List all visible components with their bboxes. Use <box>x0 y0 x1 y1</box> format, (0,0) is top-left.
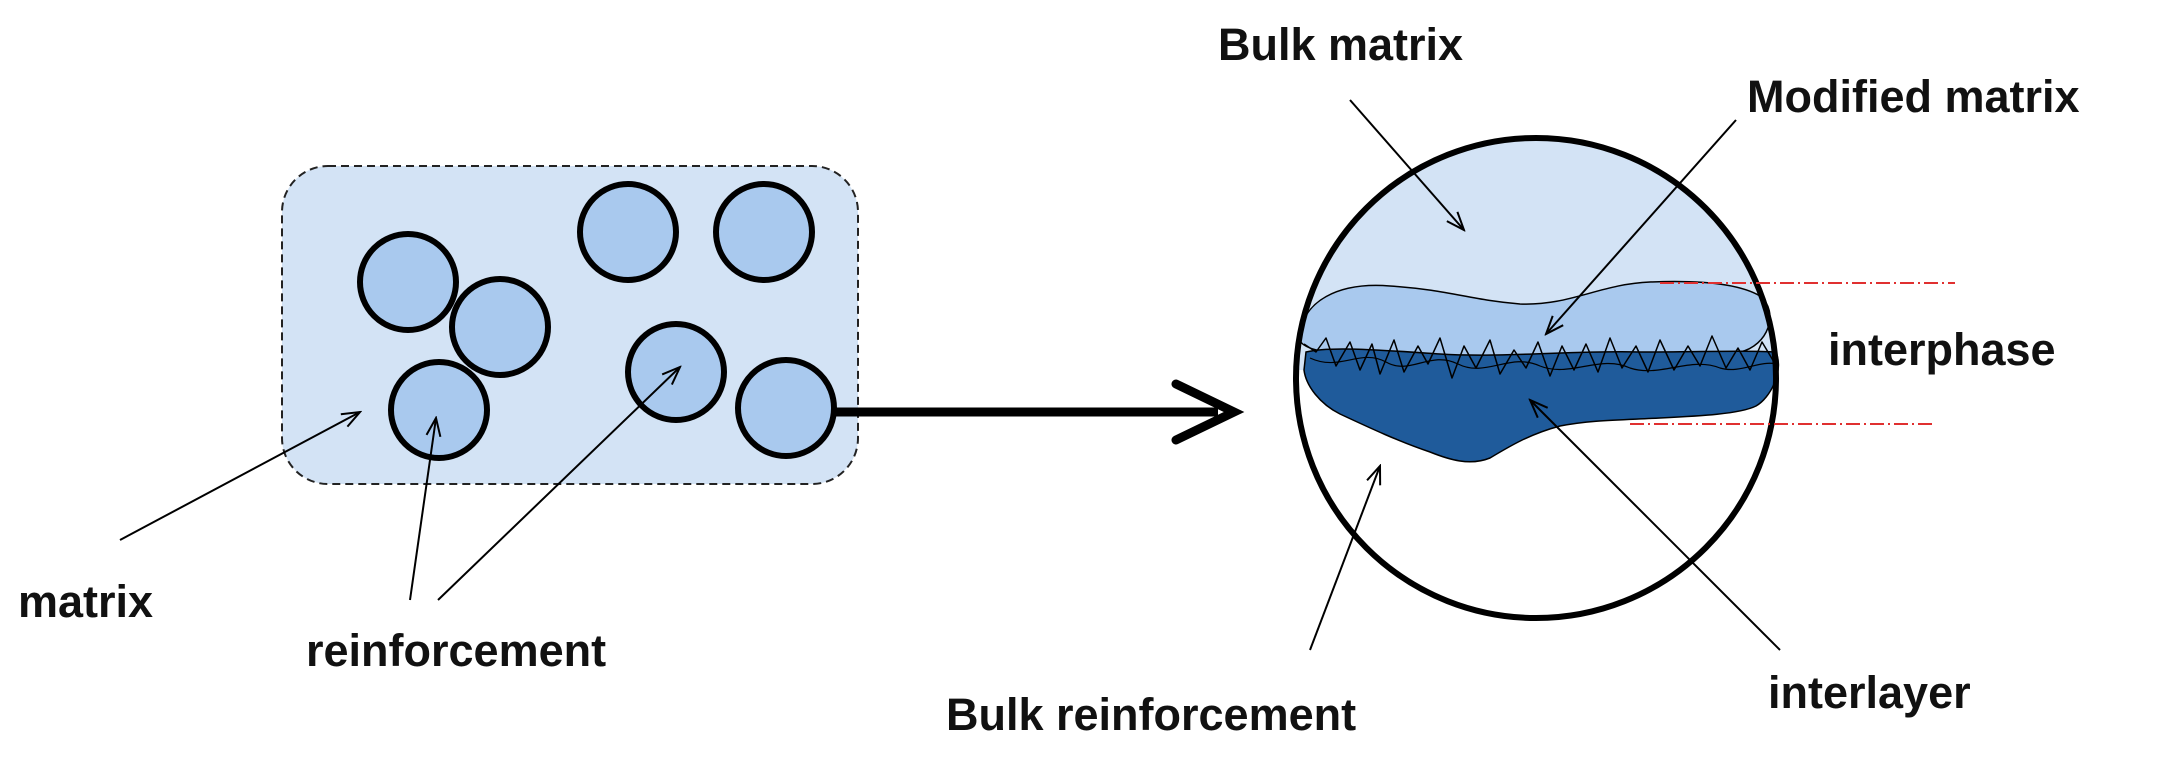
reinforcement-particle <box>388 359 490 461</box>
interphase-label: interphase <box>1828 324 2056 375</box>
bulk-matrix-pointer-arrow <box>1349 99 1464 230</box>
interphase-closeup <box>1293 99 1955 651</box>
matrix-pointer-arrow <box>119 412 360 541</box>
matrix-label: matrix <box>18 576 153 627</box>
reinforcement-label: reinforcement <box>306 625 606 676</box>
reinforcement-particle <box>449 276 551 378</box>
transition-arrow <box>836 379 1245 445</box>
bulk-reinforcement-label: Bulk reinforcement <box>946 689 1356 740</box>
reinforcement-particle <box>735 357 837 459</box>
bulk-reinforcement-pointer-arrow <box>1309 466 1380 651</box>
reinforcement-particle <box>357 231 459 333</box>
modified-matrix-label: Modified matrix <box>1747 71 2080 122</box>
interface-roughness <box>1303 335 1775 379</box>
reinforcement-pointer-arrow <box>409 418 436 601</box>
bulk-matrix-label: Bulk matrix <box>1218 19 1463 70</box>
composite-box-group <box>119 165 859 601</box>
modified-matrix-pointer-arrow <box>1546 119 1737 334</box>
closeup-circle-outline <box>1293 135 1779 621</box>
interlayer-label: interlayer <box>1768 667 1971 718</box>
interlayer-pointer-arrow <box>1530 400 1781 651</box>
reinforcement-particles <box>357 181 837 461</box>
reinforcement-pointer-arrow <box>437 367 680 601</box>
interface-roughness <box>1309 356 1777 372</box>
reinforcement-particle <box>713 181 815 283</box>
reinforcement-particle <box>577 181 679 283</box>
